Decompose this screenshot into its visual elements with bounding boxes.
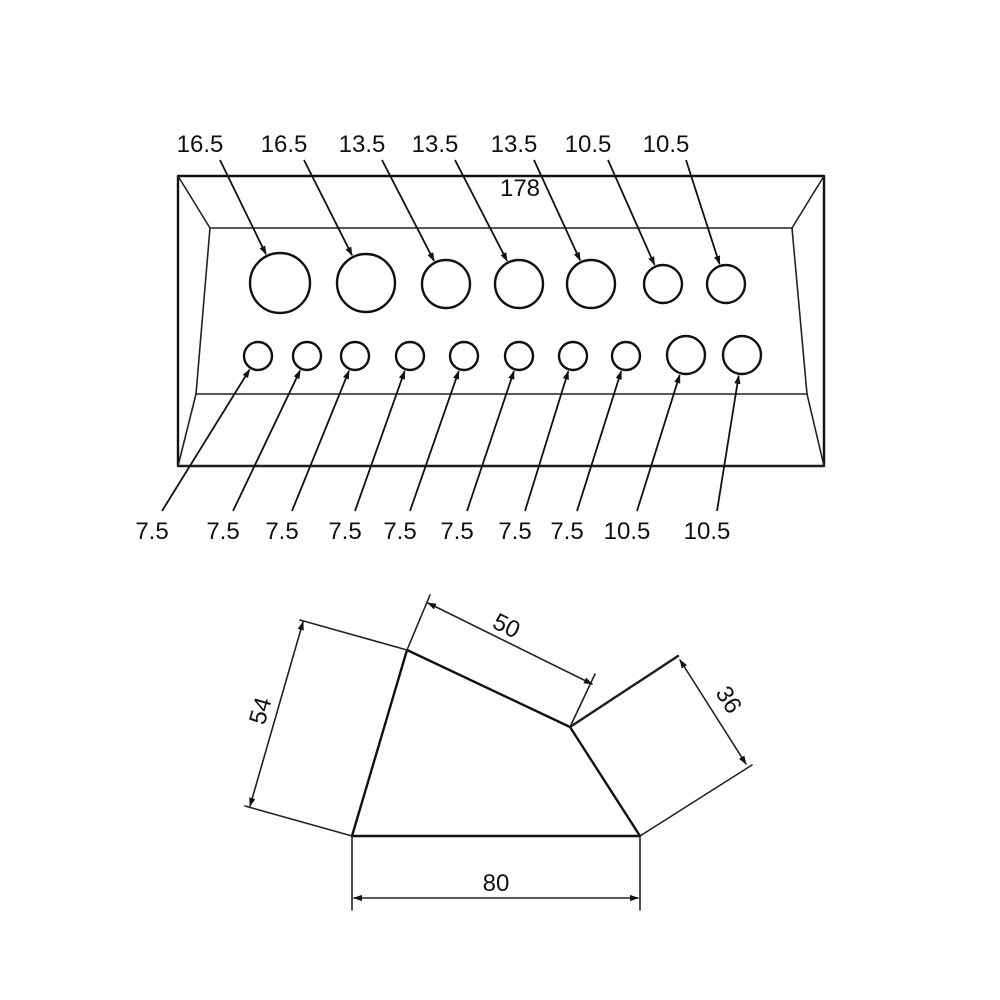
- top-hole-diameter-label: 10.5: [565, 131, 612, 158]
- dim-80-label: 80: [483, 870, 510, 897]
- bottom-hole: [448, 340, 480, 372]
- bottom-hole: [610, 340, 642, 372]
- top-hole-diameter-label: 13.5: [412, 131, 459, 158]
- top-hole: [420, 258, 472, 310]
- dim-line-54: [249, 621, 304, 807]
- top-hole-row: 16.5 16.5 13.5 13.5 13.5 10.5 10.5: [177, 131, 747, 315]
- bottom-hole-diameter-label: 7.5: [328, 518, 361, 545]
- top-hole: [642, 263, 684, 305]
- bottom-hole-leader: [524, 370, 570, 512]
- bottom-hole-diameter-label: 7.5: [440, 518, 473, 545]
- top-hole: [335, 252, 397, 314]
- dim-line-50: [427, 602, 593, 685]
- bottom-hole-diameter-label: 10.5: [684, 518, 731, 545]
- top-hole-leader: [685, 159, 721, 265]
- bottom-hole: [339, 340, 371, 372]
- bevel-edge-tr: [791, 175, 825, 229]
- bottom-hole-leader: [354, 370, 406, 512]
- bevel-edge-bl: [177, 393, 197, 467]
- top-hole-leader: [454, 159, 508, 262]
- dim-line-36: [679, 659, 747, 765]
- top-hole-leader: [219, 159, 267, 256]
- bottom-hole-diameter-label: 7.5: [265, 518, 298, 545]
- ext-line-36-a: [569, 655, 679, 728]
- bottom-hole: [291, 340, 323, 372]
- top-hole-diameter-label: 10.5: [643, 131, 690, 158]
- top-hole-diameter-label: 13.5: [491, 131, 538, 158]
- bottom-hole-diameter-label: 7.5: [135, 518, 168, 545]
- ext-line-54-top: [299, 619, 408, 651]
- ext-line-36-b: [639, 764, 753, 837]
- bottom-hole-leader: [291, 369, 350, 512]
- bottom-hole-leader: [576, 370, 623, 512]
- ext-line-54-bottom: [244, 805, 353, 837]
- top-hole: [248, 251, 312, 315]
- top-hole-diameter-label: 16.5: [261, 131, 308, 158]
- dim-54-label: 54: [244, 694, 277, 727]
- bottom-hole: [721, 334, 763, 376]
- top-hole-leader: [533, 159, 581, 262]
- top-hole: [705, 263, 747, 305]
- bottom-hole: [557, 340, 589, 372]
- bottom-hole-leader: [636, 374, 681, 512]
- bottom-hole-diameter-label: 7.5: [498, 518, 531, 545]
- bottom-hole-diameter-label: 10.5: [604, 518, 651, 545]
- top-hole: [565, 258, 617, 310]
- bevel-edge-br: [806, 393, 825, 467]
- top-hole-diameter-label: 13.5: [339, 131, 386, 158]
- dim-50-label: 50: [488, 608, 524, 644]
- top-hole-leader: [303, 159, 353, 257]
- bottom-hole: [503, 340, 535, 372]
- bottom-hole: [394, 340, 426, 372]
- top-hole-leader: [381, 159, 435, 262]
- top-hole: [493, 258, 545, 310]
- top-hole-leader: [607, 159, 656, 266]
- bottom-hole-leader: [232, 369, 301, 512]
- top-hole-diameter-label: 16.5: [177, 131, 224, 158]
- bottom-hole-diameter-label: 7.5: [383, 518, 416, 545]
- bottom-hole-diameter-label: 7.5: [206, 518, 239, 545]
- bottom-hole: [242, 340, 274, 372]
- profile-outline: [350, 648, 680, 838]
- dim-36-label: 36: [710, 682, 747, 719]
- bottom-hole-leader: [161, 368, 251, 512]
- profile-view: 54 50 36 80: [244, 594, 753, 911]
- bottom-hole: [665, 334, 707, 376]
- bottom-hole-leader: [409, 370, 460, 512]
- ext-line-50-left: [406, 594, 431, 651]
- bottom-hole-diameter-label: 7.5: [550, 518, 583, 545]
- bottom-hole-leader: [716, 374, 741, 512]
- bevel-edge-tl: [177, 175, 211, 229]
- bottom-hole-leader: [466, 370, 515, 512]
- plate-width-label: 178: [500, 175, 540, 202]
- bottom-hole-row: 7.5 7.5 7.5 7.5 7.5 7.5 7.5 7.5 10.5 10.5: [135, 334, 763, 545]
